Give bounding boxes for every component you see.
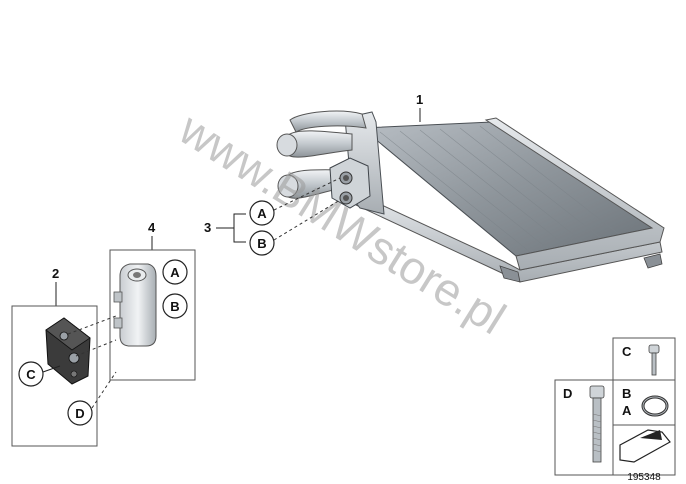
- callout-d-label: D: [75, 406, 84, 421]
- leader-c: [42, 365, 61, 373]
- evaporator-end-plate: [484, 117, 665, 271]
- legend-c-label: C: [622, 344, 632, 359]
- bracket-3: [216, 213, 246, 243]
- evaporator-foot-right: [643, 253, 663, 269]
- legend-a-label: A: [622, 403, 632, 418]
- evaporator-fins: [379, 125, 621, 253]
- evaporator-bottom-rail: [355, 194, 663, 283]
- part-number-3: 3: [204, 220, 211, 235]
- part-number-1: 1: [416, 92, 423, 107]
- legend-d-label: D: [563, 386, 572, 401]
- callout-b-label-4: B: [170, 299, 179, 314]
- part-4-frame: [109, 249, 196, 381]
- expansion-valve[interactable]: [113, 263, 157, 347]
- part-2-frame: [11, 305, 98, 447]
- part-number-2: 2: [52, 266, 59, 281]
- dash-lines-3: [273, 177, 341, 241]
- callout-a-group-4[interactable]: A: [162, 259, 188, 285]
- evaporator-part[interactable]: [276, 110, 665, 283]
- callout-b-group-4[interactable]: B: [162, 293, 188, 319]
- evaporator-flange: [329, 157, 371, 209]
- callout-b-group-3[interactable]: B: [249, 230, 275, 256]
- small-screw-icon: [648, 344, 660, 376]
- evaporator-foot: [499, 265, 521, 283]
- dash-lines-2-4: [67, 315, 117, 409]
- callout-c-group-2[interactable]: C: [18, 361, 44, 387]
- part-number-4: 4: [148, 220, 156, 235]
- callout-a-group-3[interactable]: A: [249, 200, 275, 226]
- callout-a-label: A: [257, 206, 267, 221]
- o-ring-icon: [641, 395, 669, 417]
- gasket[interactable]: [45, 317, 91, 385]
- bolt-icon: [589, 385, 605, 463]
- callout-b-label: B: [257, 236, 266, 251]
- legend-b-label: B: [622, 386, 631, 401]
- callout-c-label: C: [26, 367, 36, 382]
- hardware-legend: C D B A: [554, 337, 676, 476]
- diagram-id: 195348: [627, 472, 661, 483]
- callout-a-label-4: A: [170, 265, 180, 280]
- callout-d-group[interactable]: D: [67, 400, 93, 426]
- arrow-symbol-icon: [619, 429, 671, 463]
